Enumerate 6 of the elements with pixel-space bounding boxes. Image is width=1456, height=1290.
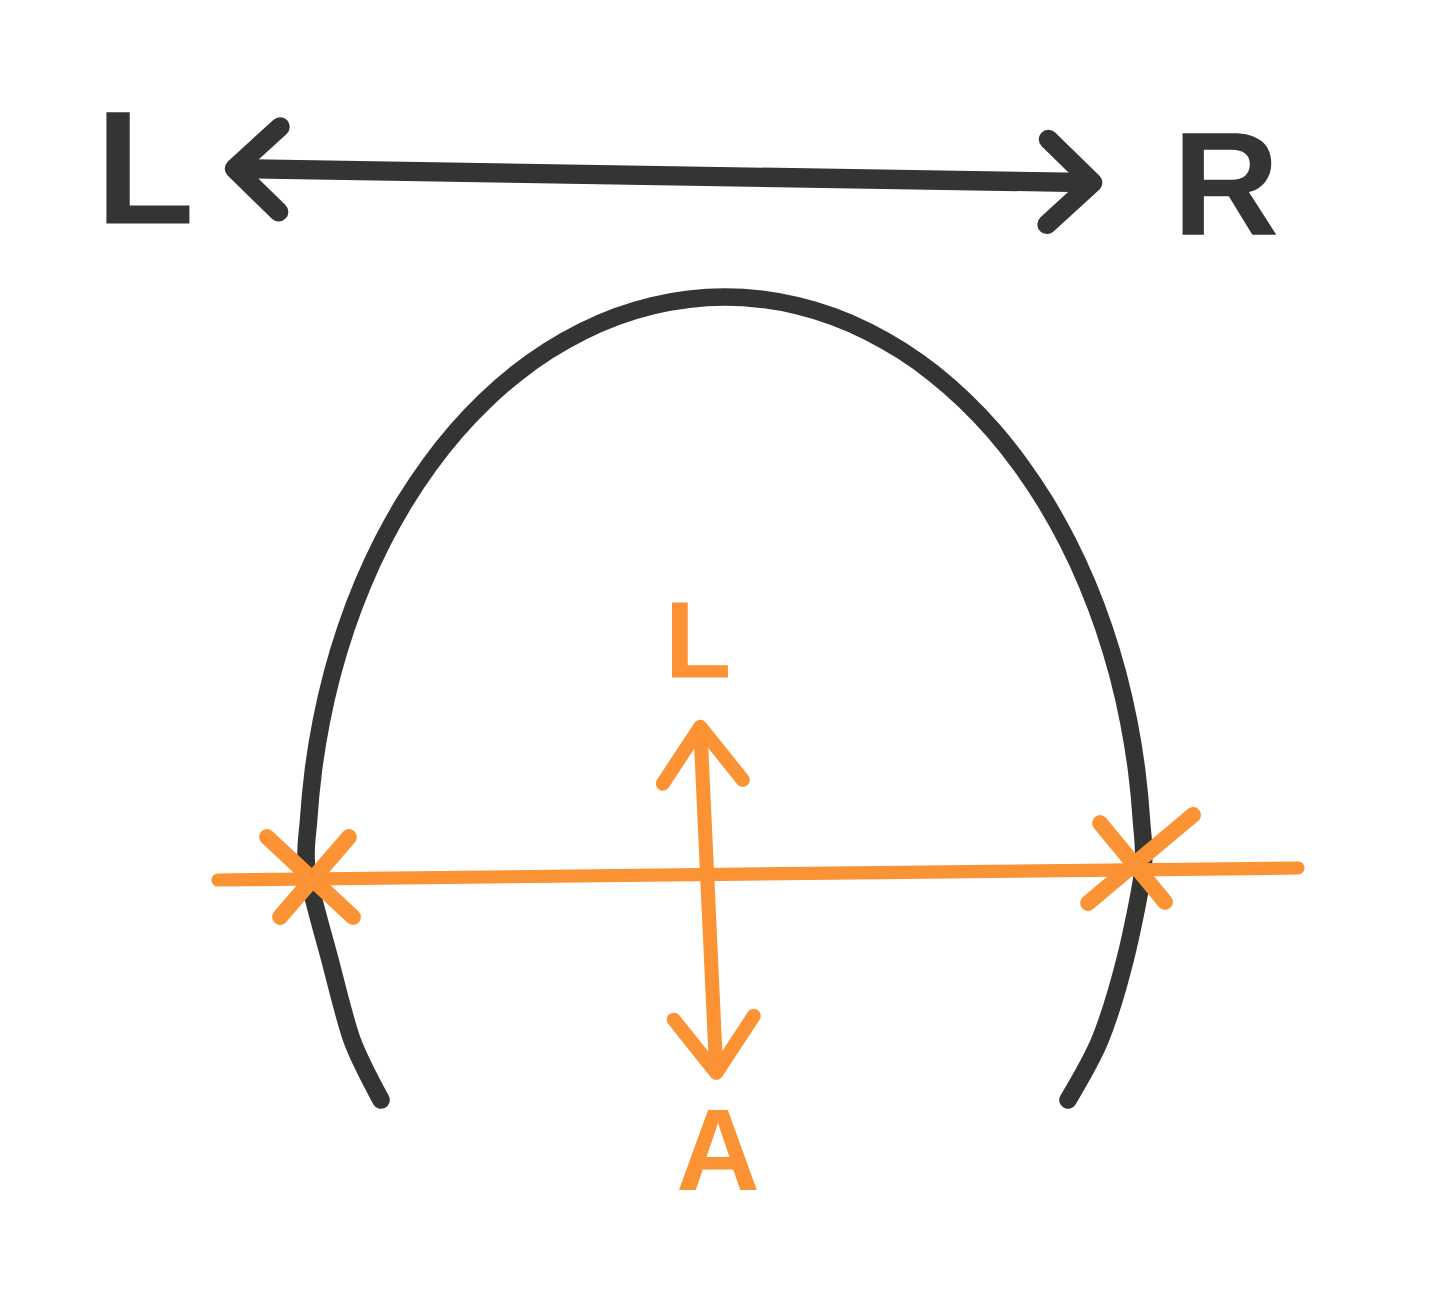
letter-label: L (106, 112, 190, 224)
letter-label: A (679, 1110, 757, 1190)
double-arrow (655, 719, 761, 1080)
letter-label: L (672, 602, 728, 678)
double-arrow (224, 117, 1103, 235)
letter-label: R (1182, 133, 1277, 235)
